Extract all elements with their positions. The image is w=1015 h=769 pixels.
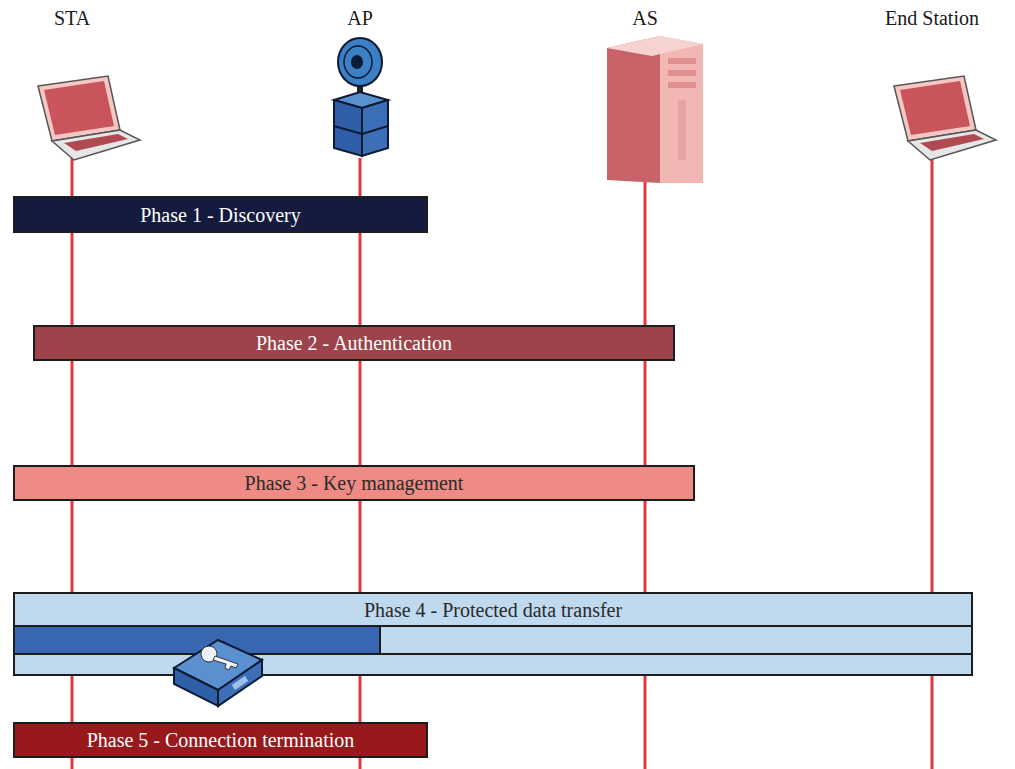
phase-title: Phase 2 - Authentication [256,332,452,354]
server-icon [607,36,703,183]
ap-dish-ring [344,46,372,78]
server-top [607,36,703,56]
phase-bar: Phase 5 - Connection termination [13,722,428,758]
laptop-icon [38,76,140,160]
key-box-right [218,660,262,706]
access-point-icon [334,38,388,156]
ap-box-seam [362,126,388,134]
key-box-icon [174,640,262,706]
lifeline [359,158,362,769]
link-bar [14,654,972,675]
protected-link-bar [14,626,380,654]
phase-bar: Phase 3 - Key management [13,465,695,501]
lifeline [931,158,934,769]
phase-title: Phase 4 - Protected data transfer [364,599,622,621]
server-drive [668,70,696,76]
phase-title: Phase 5 - Connection termination [87,729,355,751]
ap-box-right [362,100,388,156]
laptop-display [900,81,970,135]
server-drive [668,82,696,88]
laptop-base [52,130,140,160]
phase-bar: Phase 2 - Authentication [33,325,675,361]
data-transfer-bars [14,626,972,675]
phase-bar: Phase 1 - Discovery [13,196,428,233]
key-box-panel [232,676,249,690]
server-front [660,36,703,183]
phase-title: Phase 3 - Key management [245,472,464,494]
server-side [607,36,660,183]
link-bar [380,626,972,654]
ap-box-left [334,100,362,156]
laptop-display [44,81,114,135]
ap-box-seam [334,126,362,134]
phase-title: Phase 1 - Discovery [140,204,301,226]
key-blade [213,656,238,670]
laptop-keyboard [920,134,984,151]
lifelines [72,158,932,769]
ap-dish-center [351,55,363,69]
server-panel [678,100,686,160]
laptop-keyboard [64,134,128,151]
server-drive [668,58,696,64]
phase-bar: Phase 4 - Protected data transfer [13,592,973,627]
entity-name: STA [54,7,90,29]
key-box-left [174,668,218,706]
lifeline [71,158,74,769]
entity-name: End Station [885,7,979,29]
entity-name: AP [347,7,373,29]
ap-dish [338,38,382,86]
laptop-icon [894,76,996,160]
laptop-base [908,130,996,160]
entity-name: AS [632,7,658,29]
